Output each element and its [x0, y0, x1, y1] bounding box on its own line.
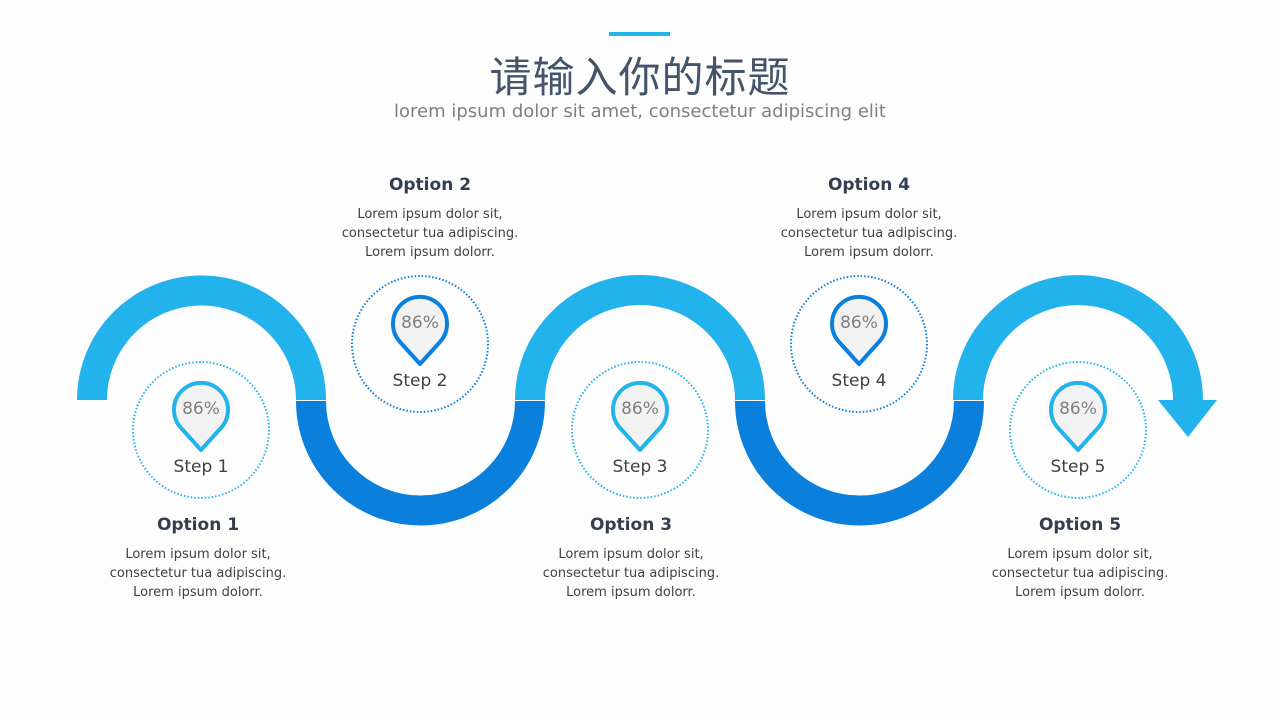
step-percent: 86% [1059, 399, 1097, 419]
step-dotted-circle [1009, 361, 1147, 499]
step-label: Step 2 [392, 371, 448, 391]
map-pin-icon [1049, 380, 1107, 452]
step-dotted-circle [351, 275, 489, 413]
description-line: Lorem ipsum dolor sit, [1007, 547, 1153, 562]
option-title: Option 3 [589, 515, 673, 535]
wave-top-arc-3 [953, 275, 1203, 401]
wave-bottom-arc-2 [735, 400, 984, 526]
option-title: Option 2 [388, 175, 472, 195]
description-line: consectetur tua adipiscing. [780, 226, 958, 241]
description-line: Lorem ipsum dolorr. [365, 245, 495, 260]
step-percent: 86% [840, 313, 878, 333]
title-accent-bar [609, 32, 670, 36]
option-text-block: Option 3 Lorem ipsum dolor sit, consectet… [511, 515, 751, 602]
map-pin-icon [172, 380, 230, 452]
wave-top-arc-2 [515, 275, 765, 401]
option-text-block: Option 5 Lorem ipsum dolor sit, consectet… [960, 515, 1200, 602]
option-description: Lorem ipsum dolor sit, consectetur tua ad… [511, 545, 751, 602]
step-label: Step 4 [831, 371, 887, 391]
map-pin-icon [830, 294, 888, 366]
step-dotted-circle [132, 361, 270, 499]
step-percent: 86% [182, 399, 220, 419]
step-label: Step 3 [612, 457, 668, 477]
page-subtitle: lorem ipsum dolor sit amet, consectetur … [394, 101, 886, 122]
description-line: Lorem ipsum dolorr. [1015, 585, 1145, 600]
step-label: Step 1 [173, 457, 229, 477]
description-line: Lorem ipsum dolorr. [133, 585, 263, 600]
wave-bottom-arc-1 [296, 400, 545, 526]
map-pin-icon [611, 380, 669, 452]
step-label: Step 5 [1050, 457, 1106, 477]
description-line: Lorem ipsum dolor sit, [796, 207, 942, 222]
option-description: Lorem ipsum dolor sit, consectetur tua ad… [78, 545, 318, 602]
step-percent: 86% [401, 313, 439, 333]
option-title: Option 4 [827, 175, 911, 195]
option-description: Lorem ipsum dolor sit, consectetur tua ad… [310, 205, 550, 262]
option-text-block: Option 2 Lorem ipsum dolor sit, consectet… [310, 175, 550, 262]
description-line: Lorem ipsum dolor sit, [125, 547, 271, 562]
step-percent: 86% [621, 399, 659, 419]
page-title: 请输入你的标题 [489, 53, 791, 102]
option-description: Lorem ipsum dolor sit, consectetur tua ad… [960, 545, 1200, 602]
description-line: consectetur tua adipiscing. [991, 566, 1169, 581]
step-dotted-circle [571, 361, 709, 499]
option-description: Lorem ipsum dolor sit, consectetur tua ad… [749, 205, 989, 262]
description-line: Lorem ipsum dolorr. [804, 245, 934, 260]
option-text-block: Option 1 Lorem ipsum dolor sit, consectet… [78, 515, 318, 602]
description-line: Lorem ipsum dolorr. [566, 585, 696, 600]
option-text-block: Option 4 Lorem ipsum dolor sit, consectet… [749, 175, 989, 262]
step-dotted-circle [790, 275, 928, 413]
option-title: Option 5 [1038, 515, 1122, 535]
description-line: consectetur tua adipiscing. [109, 566, 287, 581]
description-line: Lorem ipsum dolor sit, [357, 207, 503, 222]
wave-top-arc-1 [77, 275, 326, 401]
map-pin-icon [391, 294, 449, 366]
arrow-head-icon [1158, 400, 1217, 437]
description-line: Lorem ipsum dolor sit, [558, 547, 704, 562]
option-title: Option 1 [156, 515, 240, 535]
description-line: consectetur tua adipiscing. [341, 226, 519, 241]
description-line: consectetur tua adipiscing. [542, 566, 720, 581]
